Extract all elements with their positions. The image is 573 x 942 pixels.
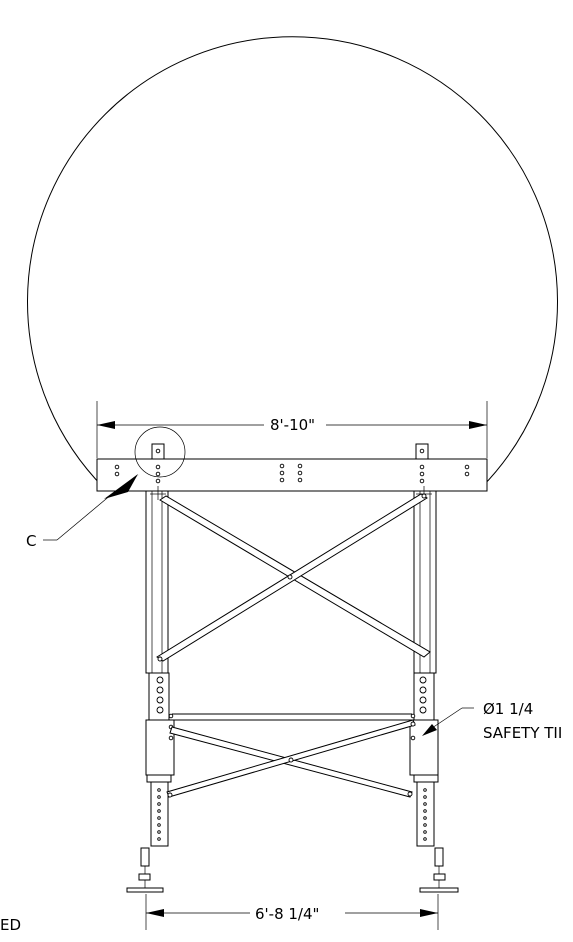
top-dimension: 8'-10": [96, 401, 488, 458]
bottom-dimension-label: 6'-8 1/4": [255, 905, 319, 923]
detail-label: C: [26, 532, 36, 550]
lower-cross-brace: [166, 719, 416, 798]
top-dimension-label: 8'-10": [270, 416, 315, 434]
bottom-dimension: 6'-8 1/4": [145, 894, 439, 930]
top-beam: [96, 443, 488, 492]
hole-diameter-label: Ø1 1/4: [483, 700, 533, 718]
hole-note-label: SAFETY TII: [483, 724, 562, 742]
detail-callout-c: C: [26, 426, 186, 550]
horizontal-strut: [172, 713, 412, 721]
tank-outline: [27, 36, 558, 489]
right-column: [409, 486, 459, 893]
upper-cross-brace: [156, 493, 431, 662]
left-column: [126, 486, 175, 893]
edge-text: ED: [0, 916, 21, 934]
safety-pin-callout: Ø1 1/4 SAFETY TII: [422, 700, 562, 742]
